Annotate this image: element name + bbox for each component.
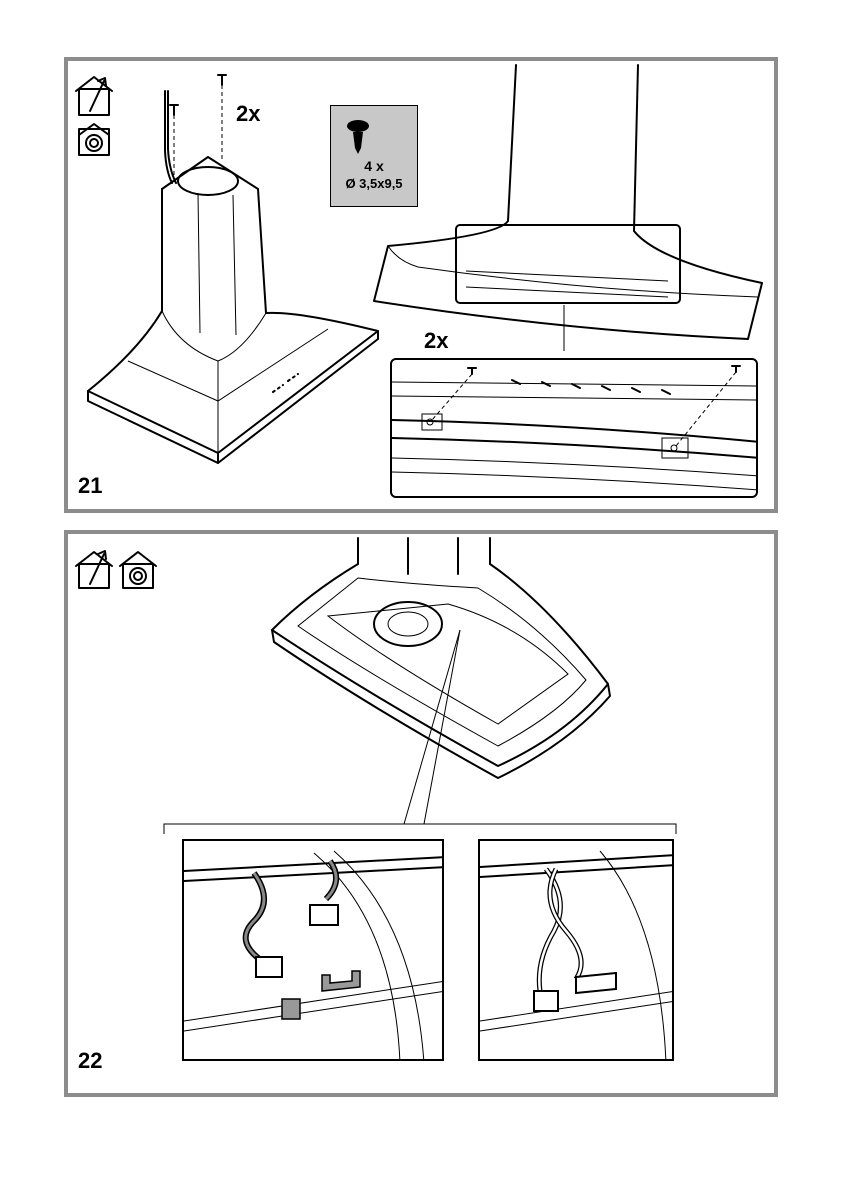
screw-count-label: 2x: [424, 328, 448, 354]
cable-connector: [534, 991, 558, 1011]
screw-icon: [432, 368, 476, 420]
socket-connector-plugged: [576, 973, 616, 993]
cable-connector: [256, 957, 282, 977]
socket-connector: [322, 971, 360, 991]
step-number: 22: [78, 1050, 102, 1072]
connector-detail-plugged: [478, 839, 674, 1061]
fan-motor: [374, 602, 442, 646]
step-number: 21: [78, 475, 102, 497]
step-21-panel: 2x 4 x Ø 3,5x9,5 2x: [64, 57, 778, 513]
screw-icon: [676, 366, 740, 446]
step-22-panel: 22: [64, 530, 778, 1097]
screw-detail-inset: [390, 358, 758, 498]
connector-detail-unplugged: [182, 839, 444, 1061]
socket-connector: [282, 999, 300, 1019]
cable-connector: [310, 905, 338, 925]
